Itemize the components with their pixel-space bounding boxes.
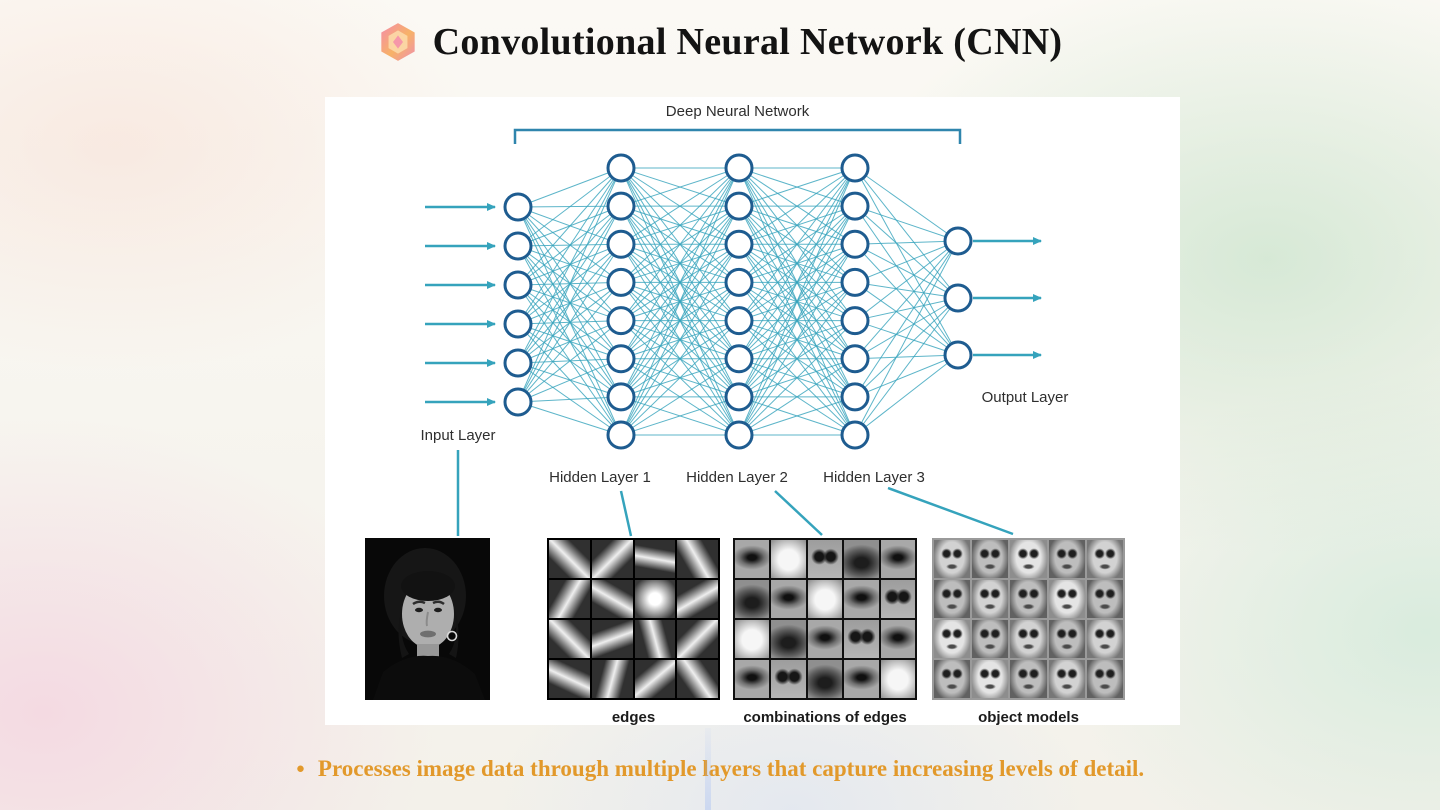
edge-filters-image bbox=[547, 538, 720, 700]
object-model-tile bbox=[934, 580, 971, 618]
object-model-tile bbox=[1048, 540, 1085, 578]
object-model-tile bbox=[1048, 580, 1085, 618]
edge-combination-tile bbox=[771, 540, 806, 578]
object-model-tile bbox=[934, 540, 971, 578]
hidden-layer-3-label: Hidden Layer 3 bbox=[823, 469, 925, 486]
object-model-tile bbox=[1010, 540, 1047, 578]
input-layer-label: Input Layer bbox=[420, 427, 496, 444]
object-model-tile bbox=[972, 660, 1009, 698]
edge-filter-tile bbox=[634, 620, 676, 658]
object-model-tile bbox=[1086, 660, 1123, 698]
edge-combination-tile bbox=[735, 660, 770, 698]
edge-filter-tile bbox=[591, 620, 633, 658]
edge-combination-tile bbox=[880, 620, 915, 658]
object-model-tile bbox=[972, 540, 1009, 578]
edge-combination-tile bbox=[807, 540, 843, 578]
object-model-tile bbox=[1086, 620, 1123, 658]
object-model-tile bbox=[934, 660, 971, 698]
object-model-tile bbox=[934, 620, 971, 658]
object-models-image bbox=[932, 538, 1125, 700]
edge-combination-tile bbox=[735, 580, 770, 618]
object-model-tile bbox=[1010, 580, 1047, 618]
edge-combination-tile bbox=[807, 660, 843, 698]
bullet-text: Processes image data through multiple la… bbox=[317, 756, 1145, 781]
edges-caption: edges bbox=[611, 709, 656, 726]
gem-icon bbox=[378, 22, 418, 62]
deep-neural-network-label: Deep Neural Network bbox=[665, 103, 810, 120]
edge-combination-tile bbox=[880, 580, 915, 618]
edge-combination-tile bbox=[844, 660, 879, 698]
edge-combination-tile bbox=[880, 540, 915, 578]
edge-filter-tile bbox=[677, 540, 718, 578]
edge-filter-tile bbox=[591, 580, 633, 618]
input-photo bbox=[365, 538, 490, 700]
object-model-tile bbox=[1010, 660, 1047, 698]
bullet-point: ● Processes image data through multiple … bbox=[0, 756, 1440, 782]
combinations-caption: combinations of edges bbox=[743, 709, 907, 726]
edge-filter-tile bbox=[591, 540, 633, 578]
object-model-tile bbox=[972, 620, 1009, 658]
object-model-tile bbox=[1086, 540, 1123, 578]
edge-filter-tile bbox=[677, 580, 718, 618]
edge-combination-tile bbox=[807, 580, 843, 618]
object-model-tile bbox=[1086, 580, 1123, 618]
edge-combination-tile bbox=[807, 620, 843, 658]
edge-combination-tile bbox=[844, 580, 879, 618]
models-caption: object models bbox=[978, 709, 1079, 726]
slide-title: Convolutional Neural Network (CNN) bbox=[432, 21, 1063, 63]
edge-combination-tile bbox=[735, 540, 770, 578]
slide-header: Convolutional Neural Network (CNN) bbox=[0, 20, 1440, 64]
hidden-layer-1-label: Hidden Layer 1 bbox=[549, 469, 651, 486]
edge-combination-tile bbox=[844, 540, 879, 578]
edge-filter-tile bbox=[677, 660, 718, 698]
object-model-tile bbox=[1010, 620, 1047, 658]
edge-combination-tile bbox=[735, 620, 770, 658]
output-layer-label: Output Layer bbox=[981, 389, 1069, 406]
edge-filter-tile bbox=[549, 620, 590, 658]
object-model-tile bbox=[972, 580, 1009, 618]
network-diagram bbox=[425, 128, 1042, 537]
edge-combination-tile bbox=[880, 660, 915, 698]
hidden-layer-2-label: Hidden Layer 2 bbox=[686, 469, 788, 486]
edge-filter-tile bbox=[591, 660, 633, 698]
edge-combination-tile bbox=[844, 620, 879, 658]
edge-combination-tile bbox=[771, 620, 806, 658]
edge-filter-tile bbox=[634, 580, 676, 618]
edge-filter-tile bbox=[634, 540, 676, 578]
object-model-tile bbox=[1048, 620, 1085, 658]
edge-combination-tile bbox=[771, 660, 806, 698]
edge-filter-tile bbox=[549, 580, 590, 618]
edge-filter-tile bbox=[634, 660, 676, 698]
edge-combination-tile bbox=[771, 580, 806, 618]
bullet-dot: ● bbox=[295, 761, 305, 777]
edge-filter-tile bbox=[549, 540, 590, 578]
edge-filter-tile bbox=[677, 620, 718, 658]
object-model-tile bbox=[1048, 660, 1085, 698]
edge-combinations-image bbox=[733, 538, 917, 700]
bottom-divider bbox=[705, 728, 711, 810]
diagram-panel: Deep Neural Network Input Layer Hidden L… bbox=[325, 97, 1180, 726]
edge-filter-tile bbox=[549, 660, 590, 698]
